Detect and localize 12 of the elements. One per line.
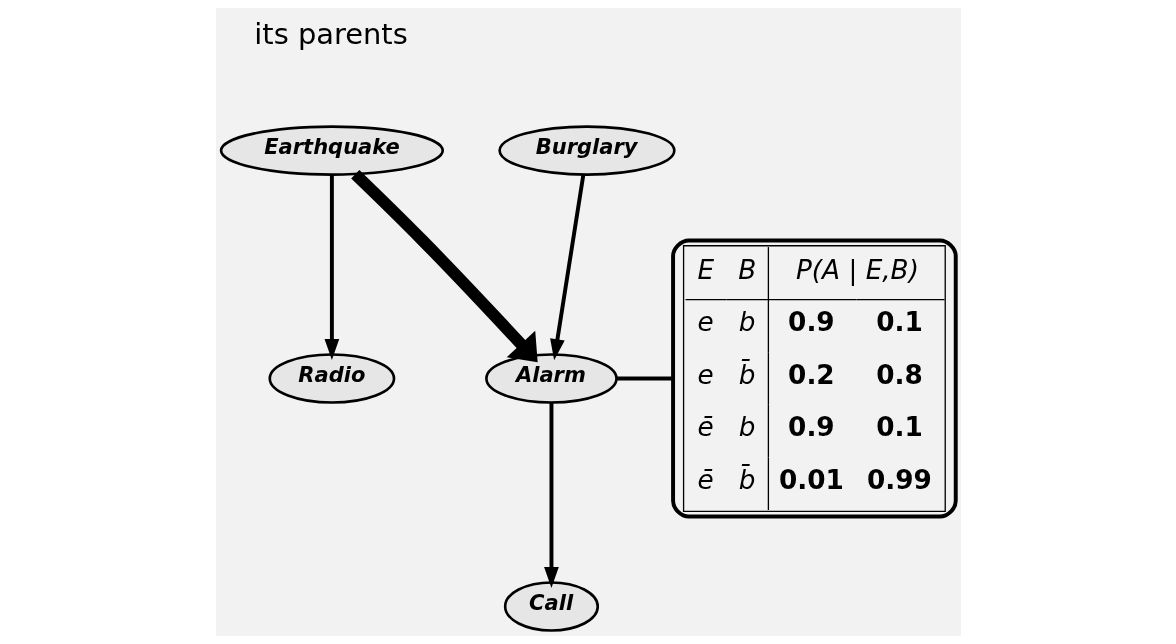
node-ellipse: Earthquake (219, 125, 444, 176)
node-ellipse: Burglary (497, 125, 676, 176)
arrow (350, 169, 538, 363)
node-ellipse: Call (503, 581, 599, 632)
arrow (549, 174, 585, 361)
arrow (324, 175, 339, 361)
node-box: E B P(A | E,B) e b 0.9 0.1 e b̄ 0.2 0.8 ē b 0.9 0.1 ē b̄ 0.01 0.99 (670, 238, 958, 519)
connector (616, 376, 673, 381)
arrow (543, 403, 559, 588)
label: its parents (253, 17, 408, 52)
node-ellipse: Alarm (484, 353, 618, 404)
node-ellipse: Radio (267, 353, 395, 404)
